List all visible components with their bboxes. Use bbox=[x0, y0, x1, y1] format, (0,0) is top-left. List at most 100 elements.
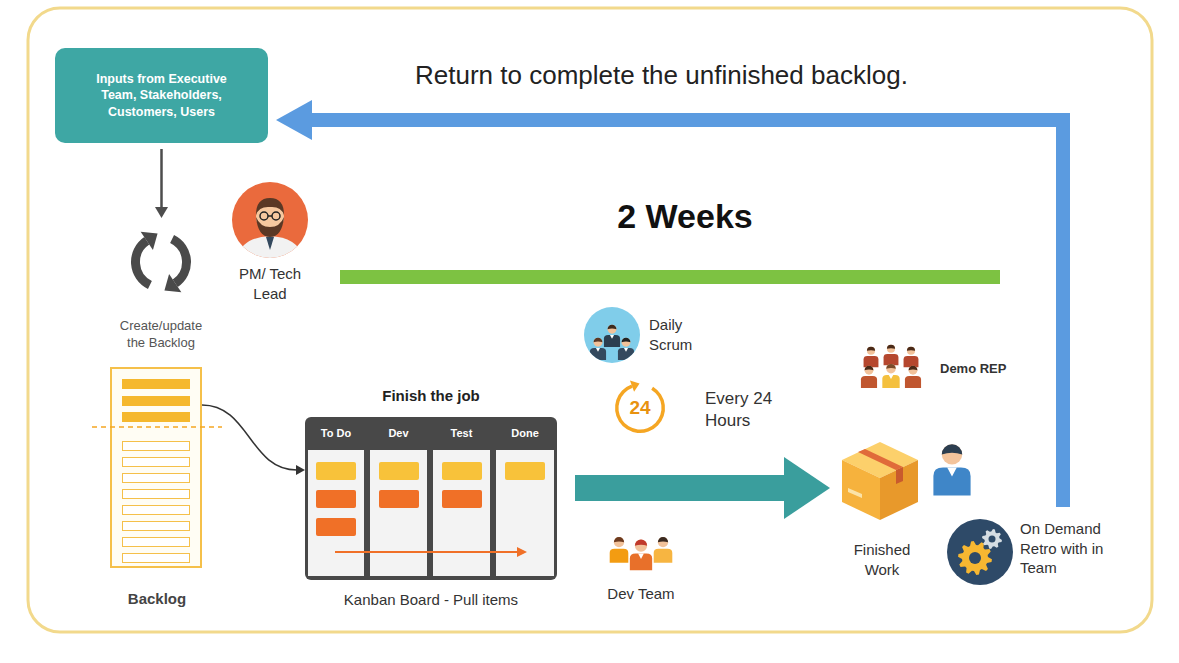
person-hair bbox=[622, 338, 631, 342]
column-header: To Do bbox=[305, 417, 367, 450]
kanban-column: Done bbox=[493, 417, 557, 580]
task-card bbox=[442, 490, 482, 508]
box-tape bbox=[896, 467, 903, 484]
flow-connector bbox=[202, 405, 305, 475]
avatar-hair bbox=[256, 198, 284, 215]
arrowhead bbox=[296, 465, 305, 475]
sprint-cut-line bbox=[92, 365, 222, 445]
gear-hole bbox=[989, 536, 996, 543]
task-card bbox=[316, 490, 356, 508]
person-body bbox=[884, 354, 899, 365]
connector-line bbox=[202, 405, 297, 470]
pm-avatar bbox=[225, 180, 315, 264]
box-label bbox=[848, 488, 862, 498]
gear-hole bbox=[969, 552, 981, 564]
person-body bbox=[904, 356, 919, 367]
person-head bbox=[909, 366, 918, 375]
dashed-line bbox=[92, 426, 222, 428]
person-hair bbox=[886, 364, 896, 369]
gear bbox=[982, 529, 1002, 549]
person-collar bbox=[610, 335, 614, 339]
node-text: Daily Scrum bbox=[649, 315, 709, 354]
person-body bbox=[864, 356, 879, 367]
person-hair bbox=[635, 540, 647, 546]
connector-line bbox=[575, 475, 789, 501]
task-card bbox=[505, 462, 545, 480]
person-body bbox=[905, 376, 921, 388]
retro-gears-icon bbox=[945, 515, 1017, 589]
person-body bbox=[630, 554, 652, 571]
person-body bbox=[861, 376, 877, 388]
daily-scrum-node: Daily Scrum bbox=[583, 305, 713, 365]
avatar-beard bbox=[256, 217, 284, 237]
person-hair bbox=[594, 338, 603, 342]
avatar-shirt bbox=[237, 236, 303, 264]
backlog-item bbox=[122, 412, 190, 422]
refresh-icon bbox=[101, 222, 221, 306]
avatar-glasses bbox=[260, 212, 268, 220]
person-body bbox=[618, 348, 634, 360]
demo-node: Demo REP bbox=[855, 333, 1025, 397]
person-head bbox=[942, 444, 962, 464]
node-text: Backlog bbox=[92, 589, 222, 609]
drawing-part bbox=[590, 325, 634, 360]
person-head bbox=[594, 338, 603, 347]
avatar-tie bbox=[266, 237, 274, 250]
person-hair bbox=[608, 325, 617, 329]
retro-node: On Demand Retro with in Team bbox=[945, 515, 1135, 595]
person-hair bbox=[887, 345, 895, 349]
person-hair bbox=[867, 347, 875, 351]
backlog-item bbox=[122, 521, 190, 531]
node-text: Finished Work bbox=[842, 540, 922, 579]
task-card bbox=[316, 518, 356, 536]
backlog-update-node: Create/update the Backlog bbox=[101, 222, 221, 354]
person-head bbox=[622, 338, 631, 347]
person-body bbox=[882, 375, 899, 388]
refresh-arrowhead bbox=[141, 232, 158, 250]
backlog-item bbox=[122, 473, 190, 483]
connector-line bbox=[160, 149, 163, 208]
column-header: Test bbox=[430, 417, 493, 450]
node-text: Create/update the Backlog bbox=[113, 318, 209, 352]
person-body bbox=[654, 549, 673, 563]
person-hair bbox=[942, 444, 962, 454]
arrowhead bbox=[155, 207, 168, 218]
reviewer-icon bbox=[933, 444, 970, 495]
refresh-arc bbox=[131, 237, 152, 289]
node-text: PM/ Tech Lead bbox=[230, 264, 310, 303]
person-body bbox=[604, 335, 620, 347]
flow-connector bbox=[155, 149, 168, 218]
cadence-node: 24Every 24 Hours bbox=[610, 378, 800, 440]
column-header: Done bbox=[493, 417, 557, 450]
backlog-sheet bbox=[110, 367, 202, 568]
person-head bbox=[614, 537, 624, 547]
edge-label: Return to complete the unfinished backlo… bbox=[415, 60, 1055, 91]
person-hair bbox=[658, 537, 668, 542]
finished-work-node: Finished Work bbox=[830, 430, 935, 585]
person-head bbox=[887, 345, 895, 353]
person-hair bbox=[909, 366, 918, 370]
refresh-arc bbox=[170, 235, 191, 287]
arrowhead bbox=[784, 457, 830, 519]
person-head bbox=[867, 347, 875, 355]
clock-arrowhead bbox=[630, 381, 640, 392]
person-collar bbox=[596, 348, 600, 352]
column-header: Dev bbox=[367, 417, 430, 450]
person-head bbox=[865, 366, 874, 375]
avatar-glasses bbox=[272, 212, 280, 220]
backlog-item bbox=[122, 489, 190, 499]
node-caption: Kanban Board - Pull items bbox=[300, 590, 562, 610]
outer-frame bbox=[28, 8, 1152, 632]
person-body bbox=[610, 549, 629, 563]
backlog-item bbox=[122, 505, 190, 515]
person-collar bbox=[638, 554, 644, 559]
arrowhead bbox=[276, 100, 312, 140]
task-card bbox=[379, 490, 419, 508]
kanban-board: Finish the jobKanban Board - Pull itemsT… bbox=[300, 380, 562, 612]
backlog-item bbox=[122, 441, 190, 451]
task-card bbox=[379, 462, 419, 480]
finished-box bbox=[838, 436, 922, 520]
drawing-part bbox=[131, 232, 191, 293]
icon-ground bbox=[947, 519, 1013, 585]
person-body bbox=[933, 468, 970, 496]
